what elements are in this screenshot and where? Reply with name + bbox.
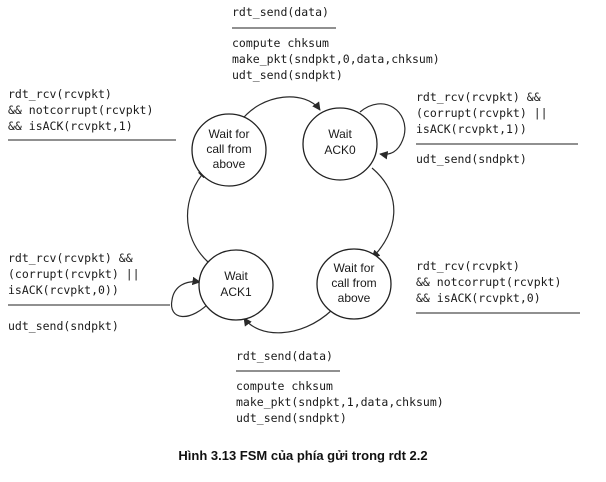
event-text: rdt_rcv(rcvpkt) && bbox=[416, 90, 541, 104]
event-text: rdt_send(data) bbox=[232, 5, 329, 19]
event-text: rdt_rcv(rcvpkt) && bbox=[8, 251, 133, 265]
action-text: make_pkt(sndpkt,1,data,chksum) bbox=[236, 395, 444, 409]
state-label-line: Wait for bbox=[209, 127, 250, 141]
state-wait-call-1: Wait for call from above bbox=[316, 248, 392, 320]
event-text: rdt_rcv(rcvpkt) bbox=[416, 259, 520, 273]
state-label-line: ACK1 bbox=[220, 285, 252, 299]
state-label-line: above bbox=[213, 157, 246, 171]
action-text: udt_send(sndpkt) bbox=[236, 411, 347, 425]
edge-ack0-received bbox=[371, 167, 395, 259]
label-left-top: rdt_rcv(rcvpkt) && notcorrupt(rcvpkt) &&… bbox=[8, 87, 176, 141]
action-text: udt_send(sndpkt) bbox=[416, 152, 527, 166]
state-label-line: ACK0 bbox=[324, 143, 356, 157]
label-right-bottom: rdt_rcv(rcvpkt) && notcorrupt(rcvpkt) &&… bbox=[416, 259, 580, 314]
event-text: && notcorrupt(rcvpkt) bbox=[8, 103, 153, 117]
event-text: rdt_send(data) bbox=[236, 349, 333, 363]
state-label-line: Wait bbox=[328, 127, 352, 141]
state-label-line: Wait for bbox=[334, 261, 375, 275]
action-text: make_pkt(sndpkt,0,data,chksum) bbox=[232, 52, 440, 66]
label-right-top: rdt_rcv(rcvpkt) && (corrupt(rcvpkt) || i… bbox=[416, 90, 578, 166]
edge-send-1 bbox=[243, 309, 333, 334]
label-left-bottom: rdt_rcv(rcvpkt) && (corrupt(rcvpkt) || i… bbox=[8, 251, 170, 333]
state-label-line: call from bbox=[331, 276, 376, 290]
event-text: isACK(rcvpkt,0)) bbox=[8, 283, 119, 297]
edge-ack1-received bbox=[187, 169, 209, 263]
state-label-line: Wait bbox=[224, 269, 248, 283]
event-text: (corrupt(rcvpkt) || bbox=[8, 267, 140, 281]
event-text: && isACK(rcvpkt,0) bbox=[416, 291, 541, 305]
event-text: && notcorrupt(rcvpkt) bbox=[416, 275, 561, 289]
self-loop-ack1 bbox=[170, 276, 213, 318]
figure-caption: Hình 3.13 FSM của phía gửi trong rdt 2.2 bbox=[178, 448, 427, 463]
fsm-edges bbox=[170, 96, 406, 334]
action-text: udt_send(sndpkt) bbox=[8, 319, 119, 333]
event-text: rdt_rcv(rcvpkt) bbox=[8, 87, 112, 101]
action-text: compute chksum bbox=[232, 36, 329, 50]
event-text: && isACK(rcvpkt,1) bbox=[8, 119, 133, 133]
self-loop-ack0 bbox=[359, 103, 406, 160]
state-label-line: call from bbox=[206, 142, 251, 156]
event-text: (corrupt(rcvpkt) || bbox=[416, 106, 548, 120]
state-wait-call-0: Wait for call from above bbox=[191, 113, 267, 187]
action-text: compute chksum bbox=[236, 379, 333, 393]
label-top-send: rdt_send(data) compute chksum make_pkt(s… bbox=[232, 5, 440, 82]
label-bottom-send: rdt_send(data) compute chksum make_pkt(s… bbox=[236, 349, 444, 425]
event-text: isACK(rcvpkt,1)) bbox=[416, 122, 527, 136]
state-label-line: above bbox=[338, 291, 371, 305]
action-text: udt_send(sndpkt) bbox=[232, 68, 343, 82]
edge-send-0 bbox=[239, 96, 321, 123]
state-wait-ack-1: Wait ACK1 bbox=[198, 249, 274, 321]
state-wait-ack-0: Wait ACK0 bbox=[302, 107, 378, 181]
